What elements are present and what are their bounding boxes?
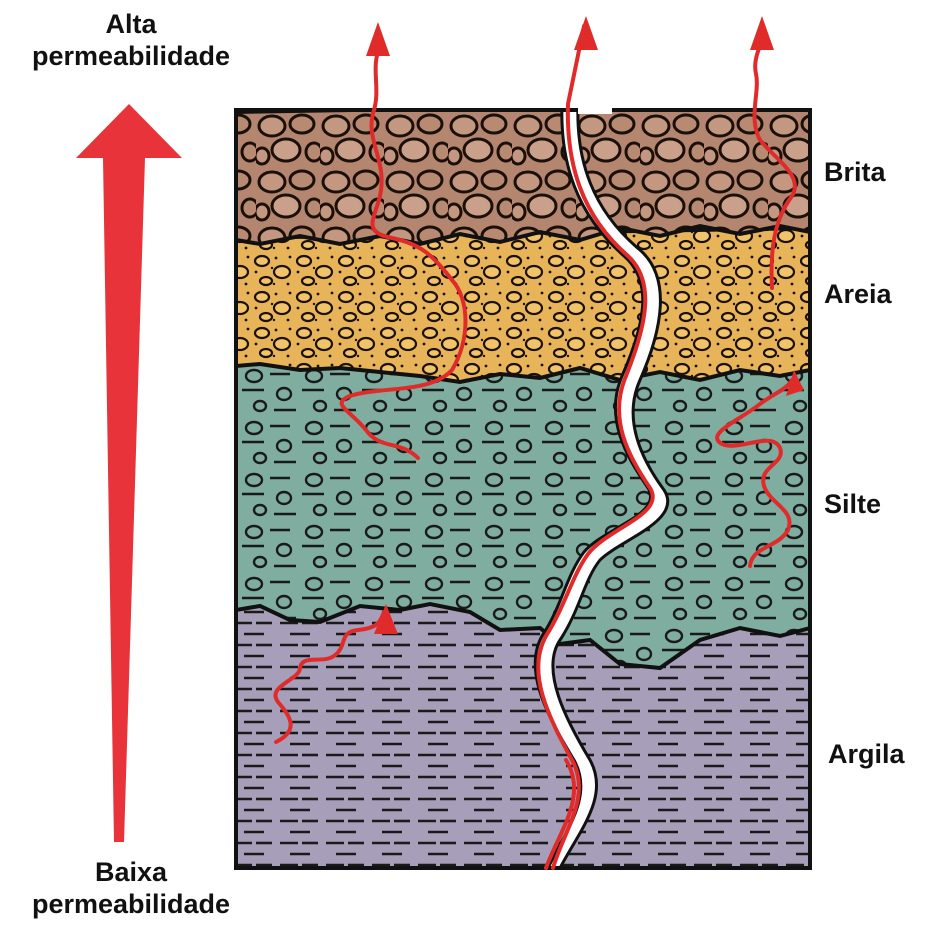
layer-silte	[236, 360, 810, 668]
layer-brita	[236, 100, 810, 244]
low-permeability-line1: Baixa	[0, 856, 262, 888]
low-permeability-label: Baixa permeabilidade	[0, 856, 262, 920]
layer-label-argila: Argila	[828, 738, 905, 770]
layer-areia	[236, 228, 810, 382]
flow-arrowhead-center	[574, 16, 598, 50]
layer-label-silte: Silte	[824, 488, 881, 520]
layer-label-brita: Brita	[824, 156, 886, 188]
flow-arrowhead-left	[366, 22, 390, 56]
permeability-scale-arrow	[76, 104, 182, 842]
layer-argila	[236, 600, 810, 868]
low-permeability-line2: permeabilidade	[0, 888, 262, 920]
high-permeability-line1: Alta	[0, 8, 262, 40]
high-permeability-line2: permeabilidade	[0, 40, 262, 72]
layer-label-areia: Areia	[824, 278, 892, 310]
high-permeability-label: Alta permeabilidade	[0, 8, 262, 72]
flow-arrowhead-right	[750, 16, 774, 50]
